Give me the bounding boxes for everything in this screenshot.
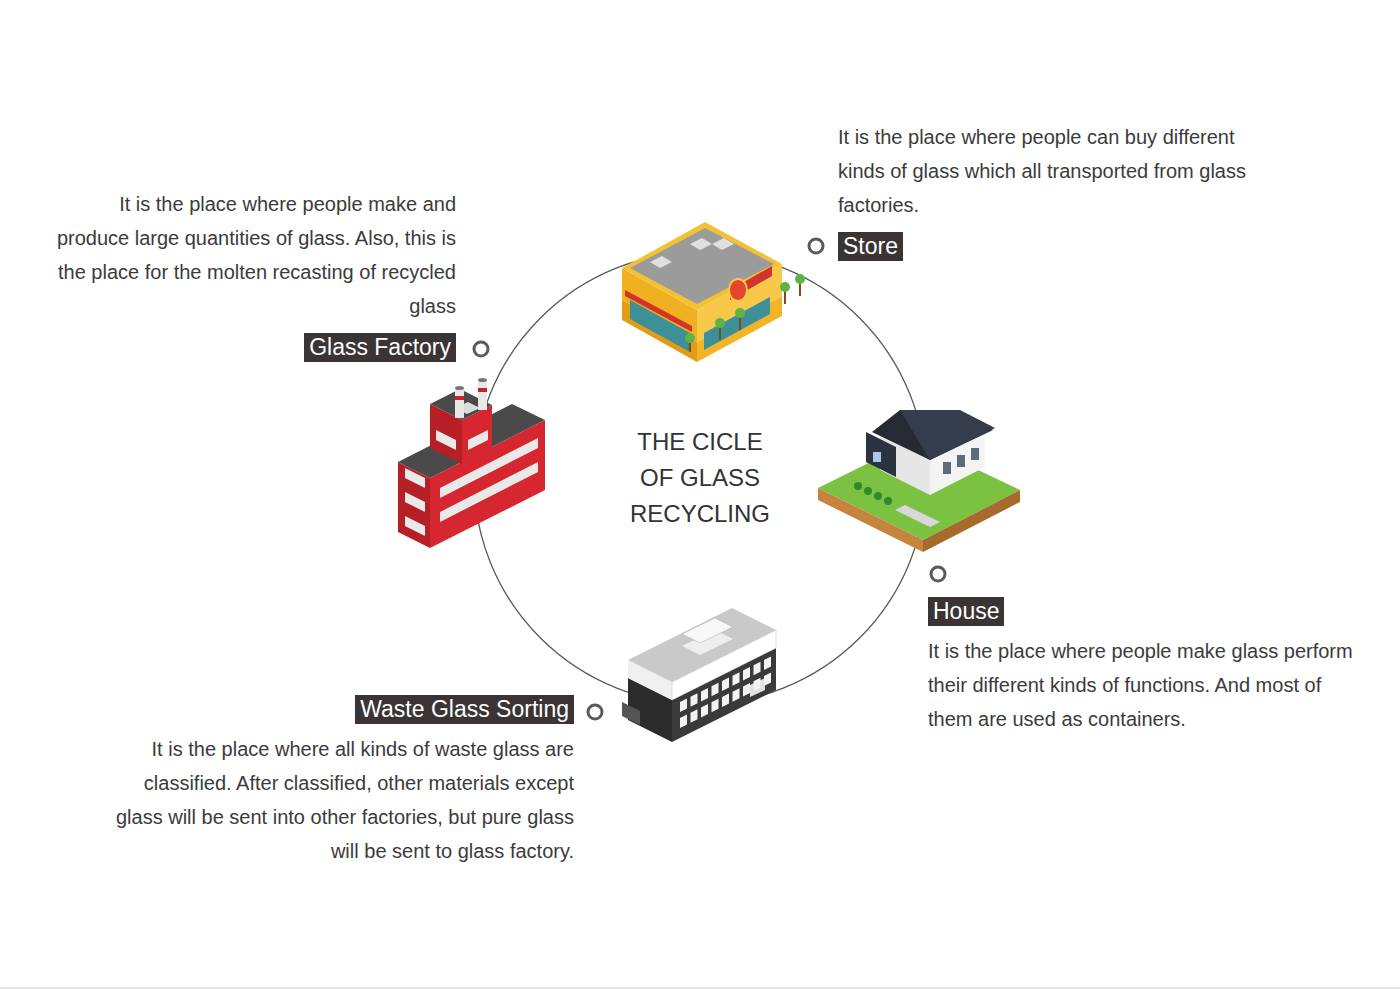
window: [691, 709, 698, 723]
window: [764, 673, 771, 687]
place-description: It is the place where people can buy dif…: [838, 120, 1248, 222]
place-heading: Waste Glass Sorting: [355, 695, 574, 724]
place-description: It is the place where people make glass …: [928, 634, 1358, 736]
window: [680, 715, 687, 729]
house-building: [818, 410, 1020, 552]
window: [712, 699, 719, 713]
window: [743, 683, 750, 697]
window: [722, 694, 729, 708]
place-node: House It is the place where people make g…: [928, 597, 1358, 736]
place-heading: Store: [838, 232, 903, 261]
place-node: Glass Factory It is the place where peopl…: [56, 187, 456, 362]
window: [722, 678, 729, 692]
store-building: [622, 222, 805, 362]
window: [691, 693, 698, 707]
window: [733, 672, 740, 686]
place-heading: Glass Factory: [304, 333, 456, 362]
diagram-title: THE CICLE OF GLASS RECYCLING: [620, 424, 780, 532]
window-grid: [680, 657, 771, 729]
place-node: Store It is the place where people can bu…: [838, 120, 1248, 261]
factory-building: [398, 378, 545, 548]
place-heading: House: [928, 597, 1004, 626]
window: [701, 704, 708, 718]
window: [680, 699, 687, 713]
place-description: It is the place where people make and pr…: [56, 187, 456, 323]
window: [764, 657, 771, 671]
place-node: Waste Glass Sorting It is the place where…: [92, 695, 574, 868]
marker-dots: [474, 239, 945, 719]
window: [754, 662, 761, 676]
page-edge: [0, 988, 1400, 989]
window: [743, 667, 750, 681]
sorting-building: [622, 608, 776, 742]
window: [701, 688, 708, 702]
window: [712, 683, 719, 697]
place-description: It is the place where all kinds of waste…: [92, 732, 574, 868]
window: [754, 678, 761, 692]
window: [733, 688, 740, 702]
